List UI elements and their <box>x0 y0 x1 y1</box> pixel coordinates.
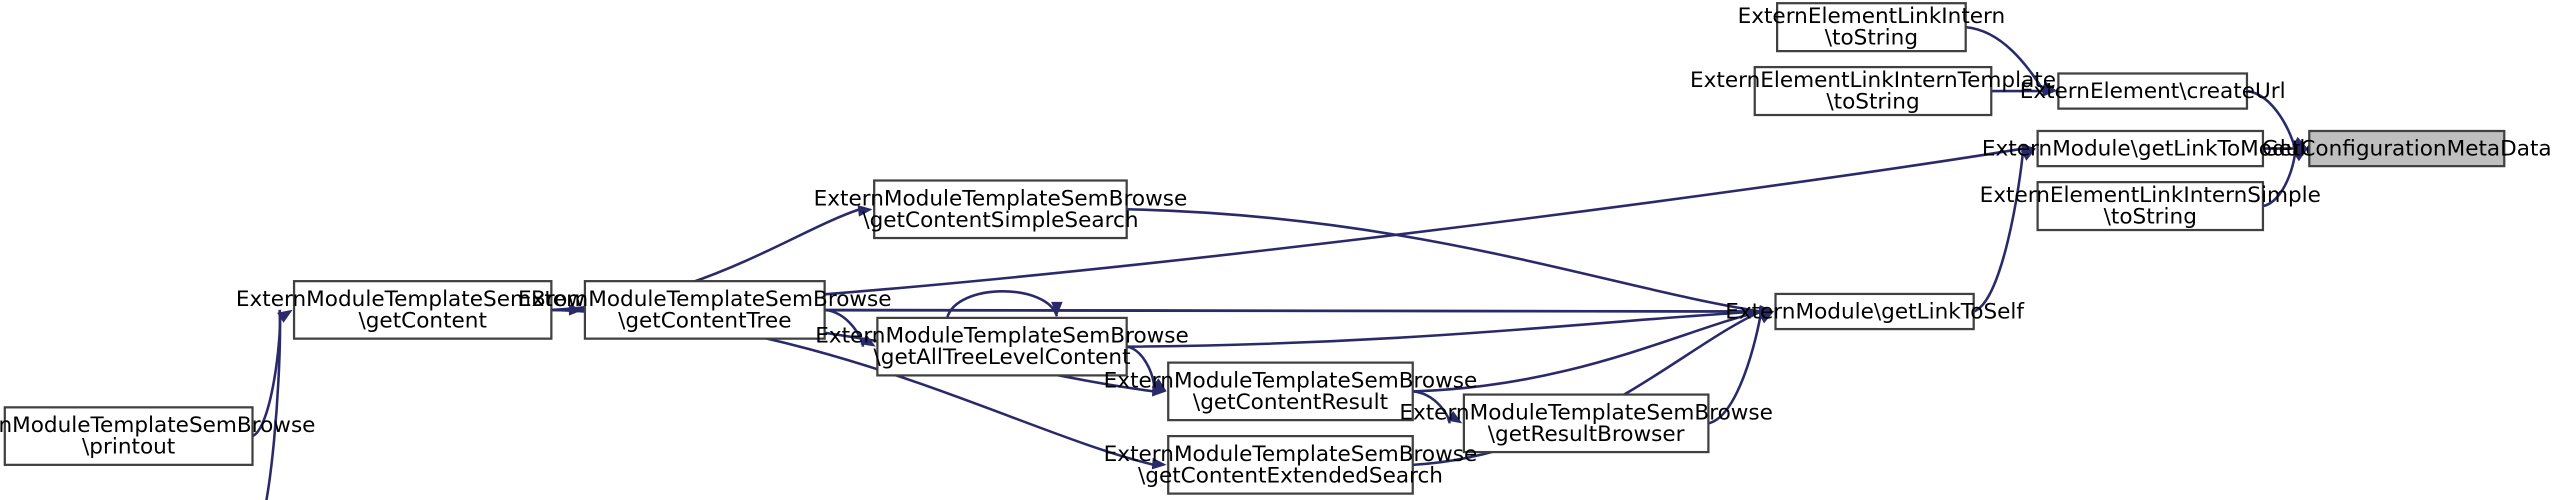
edge-arrowhead <box>1447 410 1463 424</box>
node-label-getAllTreeLevelContent: \getAllTreeLevelContent <box>873 345 1130 370</box>
node-box-getContentTree <box>583 280 826 340</box>
graph-node-getContentResult[interactable]: ExternModuleTemplateSemBrowse\getContent… <box>1104 361 1478 422</box>
node-label-linkInternTemplate: \toString <box>1826 90 1919 115</box>
node-box-getLinkToModule <box>2036 129 2265 168</box>
edge-arrowhead <box>857 205 873 217</box>
edge-getLinkToSelf-to-getLinkToModule <box>1973 148 2025 313</box>
edge-arrowhead <box>2292 148 2308 162</box>
graph-node-getContentExtendedSearch[interactable]: ExternModuleTemplateSemBrowse\getContent… <box>1104 434 1478 495</box>
edge-getContentTree-to-getLinkToSelf <box>824 308 1762 313</box>
edge-arrowhead <box>1051 301 1063 317</box>
node-label-getContent: \getContent <box>358 308 486 333</box>
node-label-linkInternSimple: \toString <box>2104 205 2197 230</box>
node-label-getContentExtendedSearch: ExternModuleTemplateSemBrowse <box>1104 442 1478 467</box>
edge-getAllTreeLevelContent-to-getLinkToSelf <box>1126 310 1762 348</box>
graph-node-linkInternTemplate[interactable]: ExternElementLinkInternTemplate\toString <box>1690 65 2056 117</box>
node-label-linkInternTemplate: ExternElementLinkInternTemplate <box>1690 68 2056 93</box>
node-box-getLinkToSelf <box>1774 292 1975 331</box>
node-label-createUrl: ExternElement\createUrl <box>2020 79 2286 104</box>
edge-arrowhead <box>2292 136 2308 149</box>
node-box-getContentSimpleSearch <box>873 179 1128 240</box>
node-box-getAllTreeLevelContent <box>876 316 1128 377</box>
edge-linkIntern-to-createUrl <box>1965 25 2046 92</box>
node-label-linkIntern: ExternElementLinkIntern <box>1738 4 2006 29</box>
node-label-printout: ExternModuleTemplateSemBrowse <box>0 413 315 438</box>
edge-arrowhead <box>1151 457 1167 470</box>
node-label-getResultBrowser: \getResultBrowser <box>1488 422 1685 447</box>
node-box-getConfigurationMetaData <box>2308 129 2506 168</box>
node-box-linkInternSimple <box>2036 180 2265 232</box>
graph-node-createUrl[interactable]: ExternElement\createUrl <box>2020 72 2286 110</box>
node-box-getContent <box>292 280 553 340</box>
edge-createUrl-to-getConfigurationMetaData <box>2246 89 2297 149</box>
node-label-linkIntern: \toString <box>1825 26 1918 51</box>
graph-node-getResultBrowser[interactable]: ExternModuleTemplateSemBrowse\getResultB… <box>1399 393 1773 454</box>
node-label-getConfigurationMetaData: GetConfigurationMetaData <box>2262 136 2552 161</box>
edge-getContentResult-to-getLinkToSelf <box>1412 310 1762 393</box>
node-label-getAllTreeLevelContent: ExternModuleTemplateSemBrowse <box>815 324 1189 349</box>
node-label-linkInternSimple: ExternElementLinkInternSimple <box>1980 183 2321 208</box>
node-label-getLinkToModule: ExternModule\getLinkToModule <box>1982 136 2319 161</box>
node-label-getLinkToSelf: ExternModule\getLinkToSelf <box>1725 299 2024 324</box>
graph-node-getContentSimpleSearch[interactable]: ExternModuleTemplateSemBrowse\getContent… <box>814 179 1188 240</box>
node-box-getResultBrowser <box>1462 393 1710 454</box>
graph-node-printout[interactable]: ExternModuleTemplateSemBrowse\printout <box>0 406 315 466</box>
edge-getResultBrowser-to-getLinkToSelf <box>1707 311 1763 425</box>
node-label-getContentSimpleSearch: ExternModuleTemplateSemBrowse <box>814 186 1188 211</box>
edge-arrowhead <box>860 334 876 347</box>
node-box-linkInternTemplate <box>1753 65 1993 117</box>
edge-getAllTreeLevelContent-to-getContentResult <box>1126 345 1156 392</box>
graph-node-getAllTreeLevelContent[interactable]: ExternModuleTemplateSemBrowse\getAllTree… <box>815 316 1189 377</box>
edge-layer <box>251 25 2308 500</box>
edge-arrowhead <box>1151 378 1167 392</box>
graph-node-getContentTree[interactable]: ExternModuleTemplateSemBrowse\getContent… <box>518 280 892 340</box>
node-label-getContentResult: ExternModuleTemplateSemBrowse <box>1104 368 1478 393</box>
node-label-printout: \printout <box>82 435 175 460</box>
node-label-getContentExtendedSearch: \getContentExtendedSearch <box>1138 463 1443 488</box>
graph-node-linkInternSimple[interactable]: ExternElementLinkInternSimple\toString <box>1980 180 2321 232</box>
edge-arrowhead <box>277 309 293 323</box>
graph-node-getLinkToSelf[interactable]: ExternModule\getLinkToSelf <box>1725 292 2024 331</box>
graph-node-linkIntern[interactable]: ExternElementLinkIntern\toString <box>1738 2 2006 53</box>
node-box-printout <box>3 406 254 466</box>
graph-node-getLinkToModule[interactable]: ExternModule\getLinkToModule <box>1982 129 2319 168</box>
node-label-getResultBrowser: ExternModuleTemplateSemBrowse <box>1399 400 1773 425</box>
node-box-linkIntern <box>1775 2 1967 53</box>
edge-arrowhead <box>2042 85 2057 97</box>
node-box-getContentExtendedSearch <box>1167 434 1414 495</box>
graph-node-getContent[interactable]: ExternModuleTemplateSemBrowse\getContent <box>236 280 610 340</box>
node-box-createUrl <box>2057 72 2249 110</box>
edge-getAllTreeLevelContent-to-getAllTreeLevelContent <box>945 290 1059 319</box>
node-label-getContentTree: ExternModuleTemplateSemBrowse <box>518 287 892 312</box>
node-label-getContentSimpleSearch: \getContentSimpleSearch <box>862 208 1138 233</box>
edge-arrowhead <box>2020 148 2037 161</box>
node-label-getContentResult: \getContentResult <box>1193 390 1388 415</box>
node-label-getContent: ExternModuleTemplateSemBrowse <box>236 287 610 312</box>
edge-printoutPreview-to-getContent <box>265 309 282 500</box>
edge-getContentSimpleSearch-to-getLinkToSelf <box>1126 207 1762 313</box>
node-label-getContentTree: \getContentTree <box>618 308 791 333</box>
edge-arrowhead <box>1758 307 1774 320</box>
node-box-getContentResult <box>1167 361 1414 422</box>
graph-node-getConfigurationMetaData[interactable]: GetConfigurationMetaData <box>2262 129 2552 168</box>
